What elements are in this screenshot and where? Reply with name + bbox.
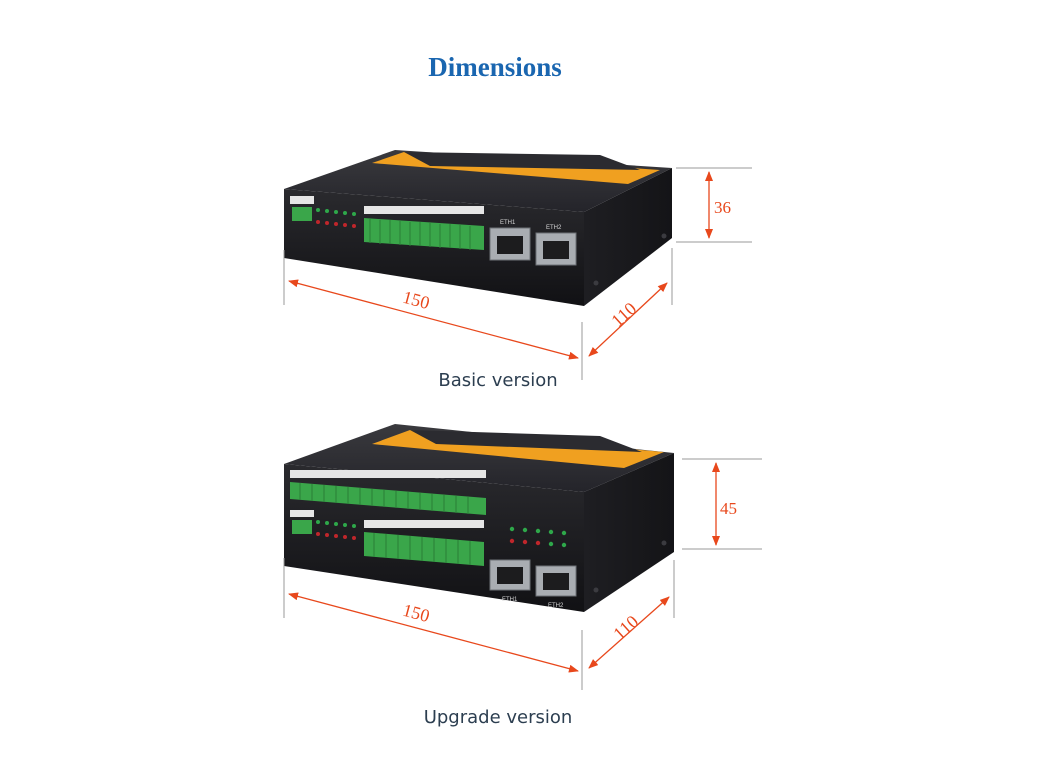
basic-front-face — [284, 189, 584, 306]
basic-eth1-label: ETH1 — [500, 220, 516, 226]
upgrade-led-group-left — [316, 520, 356, 540]
upgrade-side-face — [584, 453, 674, 612]
basic-length-label: 150 — [401, 287, 432, 313]
upgrade-device: ETH1 ETH2 — [284, 424, 674, 612]
upgrade-version-caption: Upgrade version — [423, 707, 573, 728]
basic-dimensions: 36 150 110 — [283, 167, 752, 380]
upgrade-terminal-row-top — [290, 470, 486, 515]
upgrade-eth2-label: ETH2 — [548, 603, 564, 609]
upgrade-depth-label: 110 — [609, 611, 642, 643]
page-title: Dimensions — [428, 52, 562, 82]
basic-led-group — [316, 208, 356, 228]
basic-power-terminal — [292, 207, 312, 221]
basic-height-label: 36 — [714, 198, 731, 217]
upgrade-led-group-right — [509, 526, 567, 548]
upgrade-eth1-label: ETH1 — [502, 597, 518, 603]
basic-eth2-label: ETH2 — [546, 225, 562, 231]
upgrade-power-terminal — [292, 520, 312, 534]
upgrade-length-label: 150 — [401, 600, 432, 626]
basic-version-caption: Basic version — [438, 370, 558, 391]
basic-terminal-block — [364, 206, 484, 250]
basic-side-face — [584, 168, 672, 306]
upgrade-terminal-row-bottom — [364, 520, 484, 566]
upgrade-height-label: 45 — [720, 499, 737, 518]
basic-device: ETH1 ETH2 — [284, 150, 672, 306]
basic-depth-label: 110 — [607, 298, 640, 330]
